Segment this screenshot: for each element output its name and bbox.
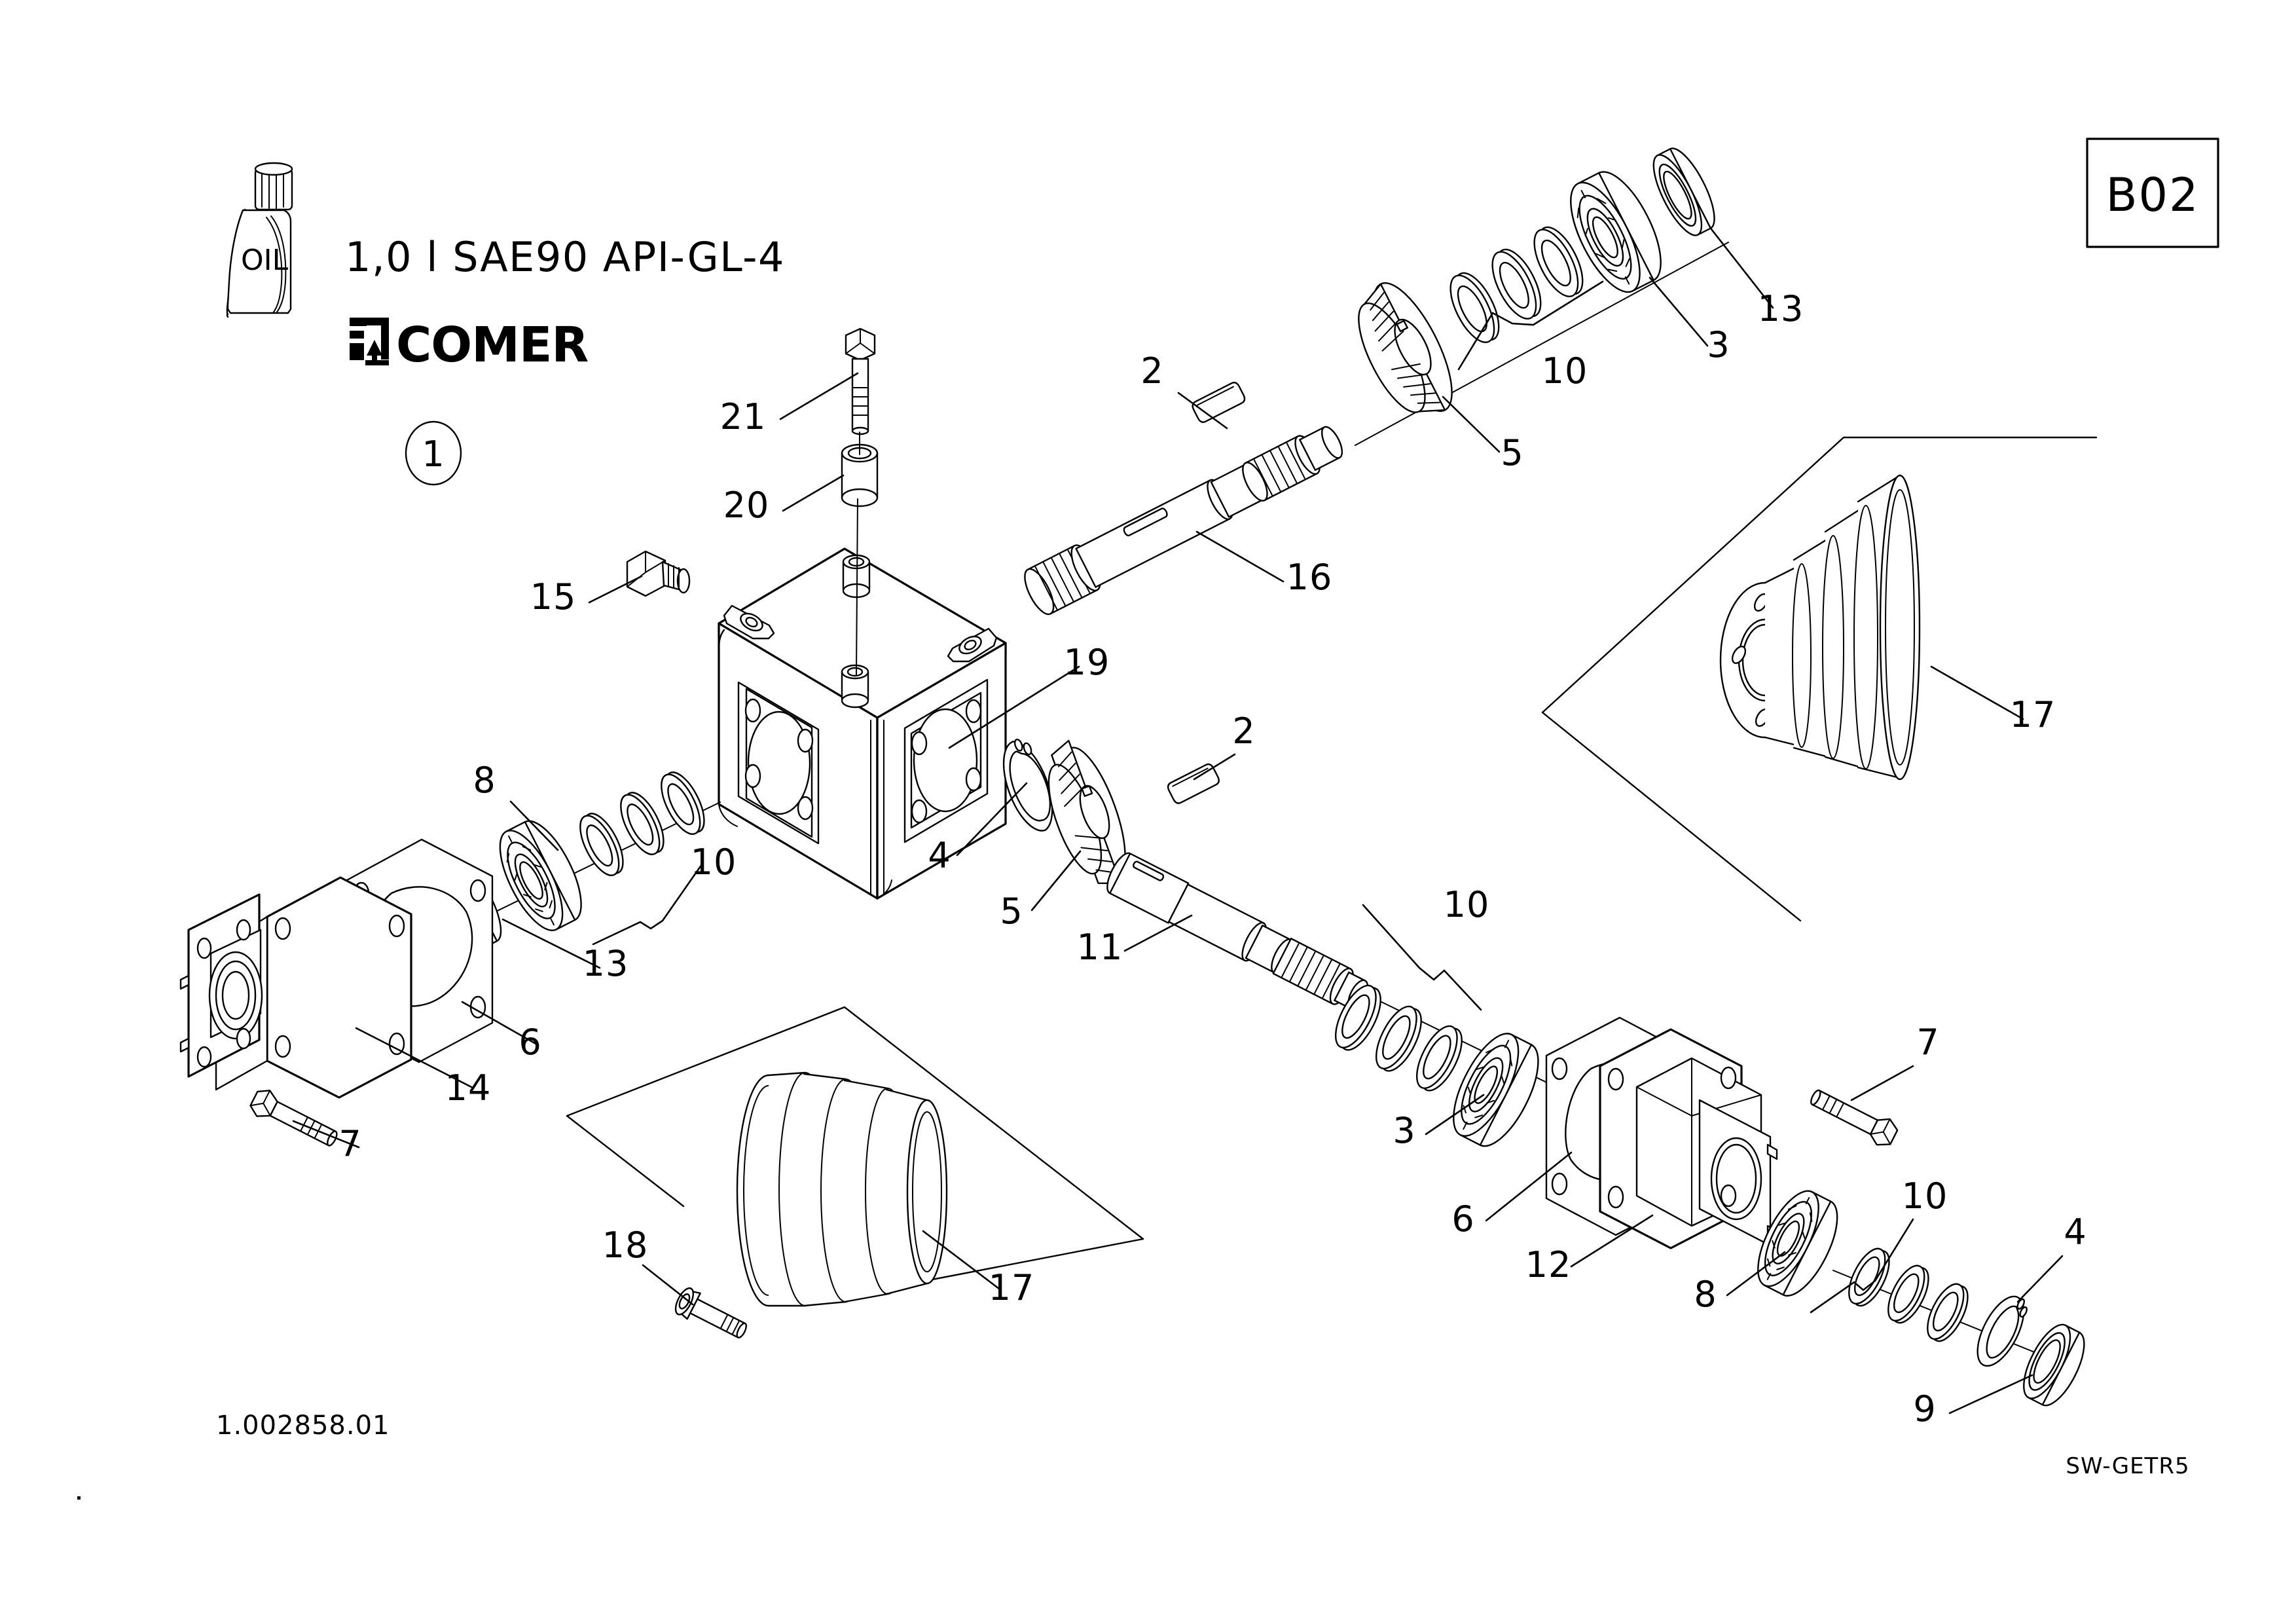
callout-4-housing: 4 bbox=[928, 835, 951, 876]
callout-2-upper: 2 bbox=[1140, 350, 1163, 392]
circlip-4-right bbox=[1977, 1295, 2028, 1367]
callout-10-lower: 10 bbox=[1444, 884, 1490, 925]
page-badge-label: B02 bbox=[2105, 168, 2199, 222]
item-balloon-1: 1 bbox=[405, 420, 462, 486]
shim-stack-10-lower bbox=[1334, 984, 1463, 1092]
bearing-flange-14 bbox=[179, 876, 412, 1099]
callout-7-right: 7 bbox=[1916, 1022, 1939, 1063]
oil-bottle-label: OIL bbox=[241, 244, 289, 277]
callout-16: 16 bbox=[1286, 557, 1333, 598]
shim-stack-10-upper bbox=[1449, 226, 1584, 343]
gearbox-housing-19 bbox=[718, 547, 1007, 900]
callout-numbers: 21 20 15 2 5 10 3 13 16 19 17 8 10 13 6 … bbox=[338, 288, 2086, 1430]
housing-right-port bbox=[903, 678, 989, 843]
hex-bolt-7-left bbox=[249, 1090, 338, 1147]
bevel-gear-5-upper bbox=[1358, 282, 1453, 413]
comer-logo: COMER bbox=[350, 317, 589, 373]
callout-13-left: 13 bbox=[583, 943, 629, 984]
comer-brand-label: COMER bbox=[396, 317, 588, 373]
leader-lines bbox=[292, 228, 2064, 1414]
ball-bearing-8-left bbox=[499, 820, 582, 931]
callout-19: 19 bbox=[1064, 642, 1110, 683]
callout-12: 12 bbox=[1525, 1244, 1572, 1285]
shim-stack-10-right bbox=[1848, 1247, 1969, 1342]
spacer-sleeve-20 bbox=[841, 443, 879, 507]
callout-10-left: 10 bbox=[691, 841, 737, 883]
countersunk-screw-18 bbox=[674, 1287, 748, 1338]
output-shaft-11 bbox=[1106, 852, 1369, 1010]
callout-3-upper: 3 bbox=[1707, 324, 1730, 365]
callout-10-right: 10 bbox=[1902, 1175, 1948, 1217]
oil-spec-text: 1,0 l SAE90 API-GL-4 bbox=[345, 233, 785, 281]
callout-8-left: 8 bbox=[473, 760, 496, 801]
callout-11: 11 bbox=[1077, 927, 1123, 968]
input-shaft-16 bbox=[1024, 426, 1343, 616]
hex-plug-15 bbox=[626, 550, 691, 597]
callout-3-lower: 3 bbox=[1393, 1110, 1415, 1151]
callout-10-upper: 10 bbox=[1542, 350, 1588, 392]
ball-bearing-3-upper bbox=[1570, 171, 1662, 293]
callout-20: 20 bbox=[723, 485, 770, 526]
oil-seal-9 bbox=[2023, 1323, 2085, 1407]
circlip-4-housing bbox=[1002, 738, 1053, 832]
callout-6-right: 6 bbox=[1451, 1198, 1474, 1240]
callout-15: 15 bbox=[530, 576, 577, 618]
registration-dot bbox=[77, 1496, 81, 1500]
callout-5-lower: 5 bbox=[1000, 891, 1023, 932]
callout-13-upper: 13 bbox=[1758, 288, 1804, 329]
callout-4-right: 4 bbox=[2064, 1211, 2086, 1253]
sheet-code: SW-GETR5 bbox=[2066, 1453, 2189, 1479]
callout-7-left: 7 bbox=[338, 1123, 361, 1164]
callout-14: 14 bbox=[445, 1067, 492, 1109]
housing-top-boss-front bbox=[841, 664, 869, 709]
bearing-flange-12 bbox=[1599, 1028, 1778, 1249]
ball-bearing-8-right bbox=[1757, 1190, 1838, 1297]
hex-bolt-21 bbox=[845, 327, 876, 435]
callout-6-left: 6 bbox=[519, 1022, 541, 1063]
shaft-seal-13-upper bbox=[1652, 147, 1715, 236]
item-balloon-1-label: 1 bbox=[422, 434, 445, 475]
drawing-number: 1.002858.01 bbox=[216, 1411, 390, 1441]
callout-21: 21 bbox=[720, 396, 767, 437]
shim-stack-10-left bbox=[579, 771, 705, 876]
callout-17-bellows: 17 bbox=[989, 1267, 1035, 1308]
housing-top-boss-rear bbox=[842, 554, 871, 599]
detail-box-guard-cone-flanged bbox=[1541, 436, 2098, 922]
oil-bottle-icon: OIL bbox=[226, 162, 293, 318]
housing-left-port bbox=[737, 681, 820, 845]
callout-5-upper: 5 bbox=[1501, 432, 1523, 473]
guard-cone-17-flanged bbox=[1719, 474, 1921, 781]
parallel-key-2-lower bbox=[1167, 763, 1220, 804]
callout-8-right: 8 bbox=[1694, 1274, 1717, 1315]
callout-9: 9 bbox=[1913, 1388, 1936, 1430]
callout-2-lower: 2 bbox=[1232, 710, 1255, 752]
hex-bolt-7-right bbox=[1810, 1089, 1899, 1146]
callout-17-flanged: 17 bbox=[2010, 694, 2056, 735]
guard-cone-17-bellows bbox=[736, 1071, 948, 1307]
callout-18: 18 bbox=[602, 1225, 649, 1266]
housing-top-corner-holes bbox=[723, 604, 998, 663]
page-badge: B02 bbox=[2086, 138, 2219, 248]
axis-line-20-housing bbox=[856, 498, 858, 675]
